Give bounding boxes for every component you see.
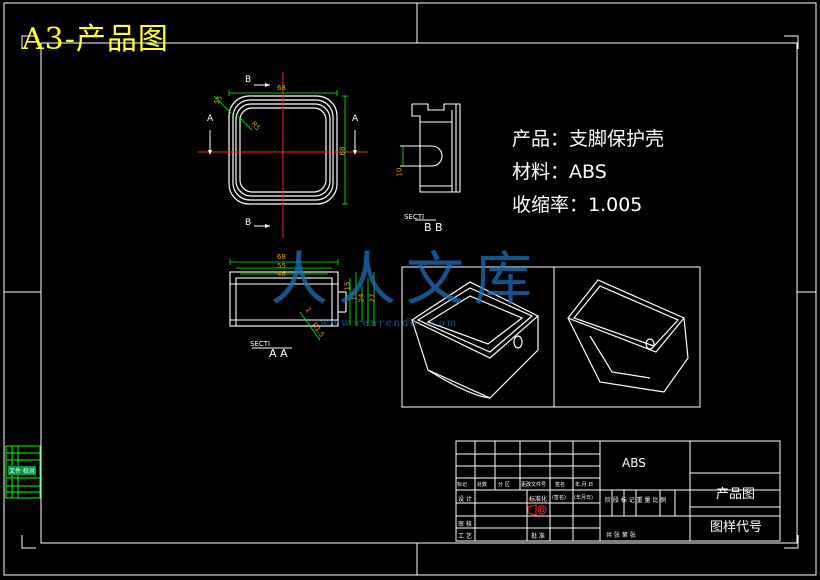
process-label: 工 艺 (458, 533, 472, 540)
material-text: 材料：ABS (512, 161, 607, 183)
title-block-sheet-row: 共 张 第 张 (606, 532, 636, 539)
section-b-label-top: B (245, 75, 252, 85)
approve-label: 批 准 (531, 533, 545, 540)
dim-front-46: 46 (277, 270, 286, 278)
row-header-zone: 分 区 (498, 482, 510, 488)
title-block-grid (455, 440, 781, 542)
watermark-url: www.renrendoc.com (320, 318, 459, 329)
dim-top-height: 68 (338, 146, 347, 156)
row-header-sign: 签名 (555, 482, 566, 488)
date-placeholder: (年月日) (574, 495, 593, 501)
section-a-label-left: A (207, 114, 214, 124)
shrink-rate-text: 收缩率：1.005 (512, 194, 643, 216)
section-a-label-right: A (352, 114, 359, 124)
title-block-drawing-code: 图样代号 (710, 520, 763, 535)
projection-symbol (527, 504, 547, 516)
section-aa-tag: SECTI (250, 340, 271, 348)
title-block-material: ABS (622, 456, 646, 470)
row-header-change-doc: 更改文件号 (521, 482, 547, 488)
front-section-view (229, 259, 375, 349)
top-view (198, 72, 368, 238)
sheet-title: A3-产品图 (22, 22, 169, 57)
sign-placeholder: (签名) (552, 495, 566, 501)
isometric-view-2 (567, 279, 689, 393)
section-bb-tag: SECTI (404, 213, 425, 221)
inner-frame (40, 42, 798, 544)
isometric-panel (401, 266, 701, 408)
isometric-view-1 (410, 281, 540, 399)
standard-label: 标准化 (529, 496, 548, 503)
dim-top-width: 68 (277, 84, 286, 92)
row-header-date: 年.月.日 (575, 482, 594, 488)
title-block-drawing-name: 产品图 (716, 487, 756, 502)
review-label: 审 核 (458, 521, 472, 528)
row-header-count: 处数 (477, 482, 488, 488)
watermark-text: 人人文库 (270, 245, 543, 313)
title-block-stage-row: 阶 段 标 记 重 量 比 例 (605, 497, 667, 504)
designer-label: 设 计 (458, 496, 472, 503)
corner-marks (21, 35, 799, 549)
section-bb-name: B B (424, 221, 443, 234)
section-b-label-bottom: B (245, 218, 252, 228)
row-header-mark: 标记 (457, 482, 468, 488)
outer-frame (3, 2, 817, 576)
dim-front-55: 55 (277, 262, 286, 270)
dim-hole: 10 (395, 167, 404, 177)
section-aa-name: A A (269, 347, 288, 360)
border-ticks (4, 3, 816, 575)
product-name-text: 产品：支脚保护壳 (512, 128, 665, 150)
sidebar-label: 文件 校对 (8, 466, 36, 475)
side-view (400, 103, 461, 221)
dim-front-68: 68 (277, 253, 286, 261)
